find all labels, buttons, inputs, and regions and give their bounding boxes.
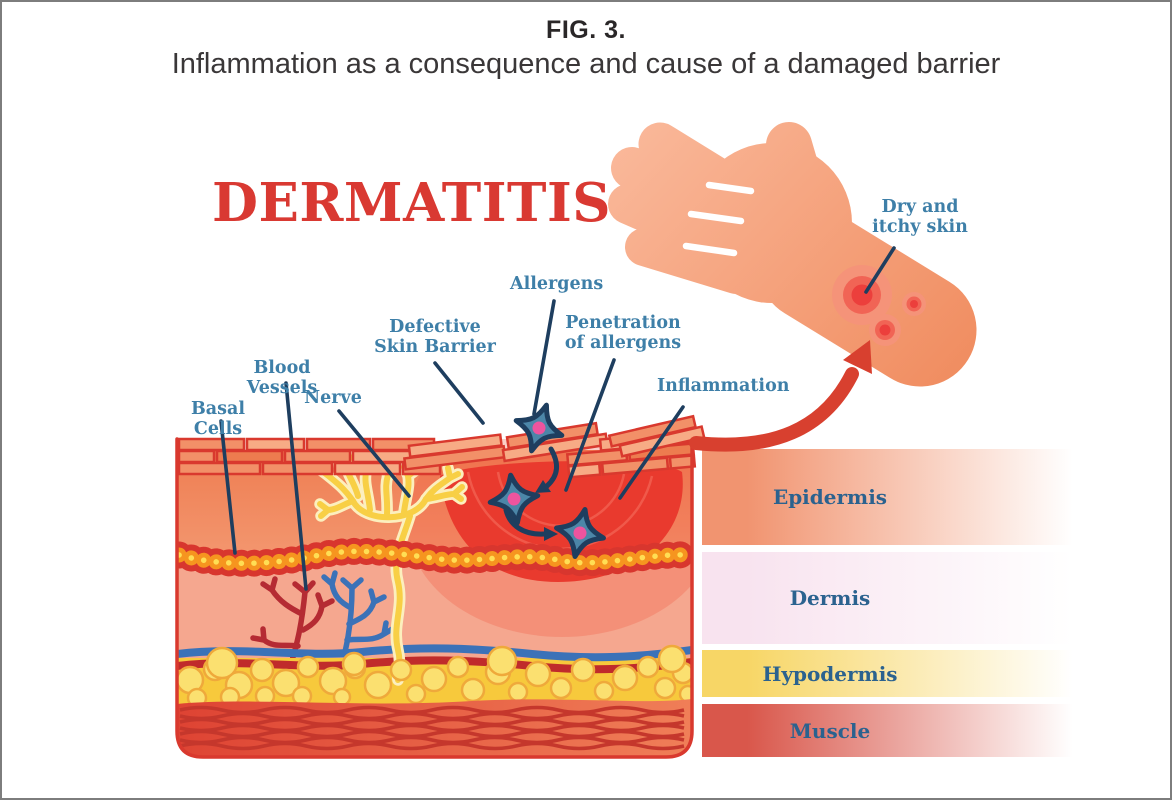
allergen-icon xyxy=(487,472,541,526)
skin-block-border xyxy=(175,437,694,759)
layer-label-epidermis: Epidermis xyxy=(772,485,888,509)
horizontal-blue-vessel xyxy=(177,644,692,662)
figure-number: FIG. 3. xyxy=(546,16,626,44)
label-nerve: Nerve xyxy=(304,388,362,408)
leader-lines xyxy=(219,246,896,591)
layer-label-muscle: Muscle xyxy=(789,718,871,743)
figure-title-block: FIG. 3. Inflammation as a consequence an… xyxy=(2,16,1170,81)
layer-label-dermis: Dermis xyxy=(789,586,871,610)
allergen-icon xyxy=(513,402,565,454)
layer-bar-dermis: Dermis xyxy=(702,552,1154,644)
label-penetration-of-allergens: Penetration of allergens xyxy=(564,313,682,353)
blue-vessel-tree xyxy=(321,570,397,655)
basal-cell-band xyxy=(177,537,692,577)
label-dry-and-itchy-skin: Dry and itchy skin xyxy=(872,197,968,237)
label-allergens: Allergens xyxy=(510,274,604,294)
finger-separator-lines xyxy=(682,181,755,257)
muscle-layer xyxy=(177,699,692,757)
layer-bar-epidermis: Epidermis xyxy=(702,449,1154,545)
layer-bar-hypodermis: Hypodermis xyxy=(702,650,1154,697)
inflammation-to-rash-arrow xyxy=(689,340,872,452)
skin-block xyxy=(177,439,692,757)
label-defective-skin-barrier: Defective Skin Barrier xyxy=(374,317,496,357)
label-basal-cells: Basal Cells xyxy=(191,399,245,439)
penetration-arrows xyxy=(503,446,559,541)
label-blood-vessels: Blood Vessels xyxy=(246,358,318,398)
layer-bar-muscle: Muscle xyxy=(702,704,1154,757)
figure-caption: Inflammation as a consequence and cause … xyxy=(171,48,1001,80)
allergen-icons xyxy=(487,402,606,559)
allergen-icon xyxy=(554,507,606,559)
fat-cells xyxy=(177,644,692,709)
label-inflammation: Inflammation xyxy=(657,376,790,396)
diagram-heading: DERMATITIS xyxy=(212,172,612,234)
layer-label-hypodermis: Hypodermis xyxy=(762,661,898,686)
